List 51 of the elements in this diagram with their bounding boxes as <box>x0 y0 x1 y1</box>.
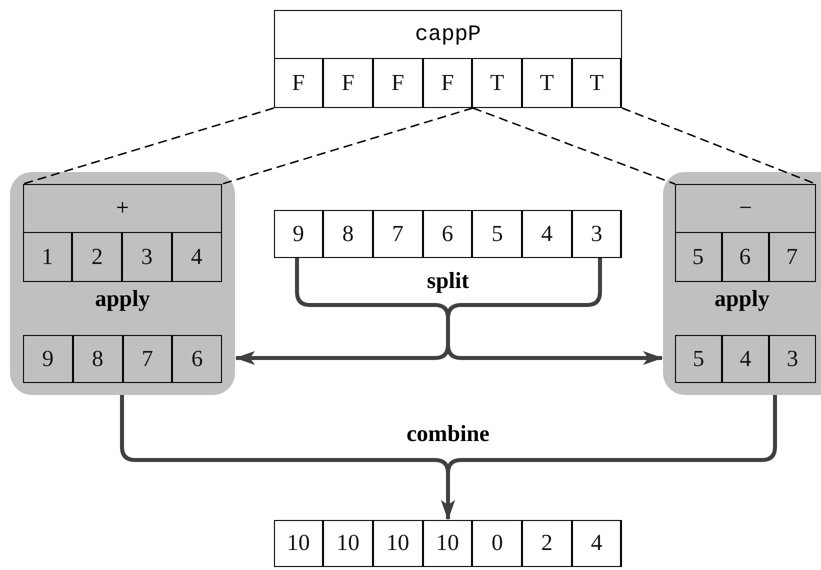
array-cell: 10 <box>422 520 472 566</box>
array-table <box>675 184 816 282</box>
array-cell: 6 <box>172 335 222 383</box>
dashed-line <box>472 107 676 185</box>
array-row <box>274 210 622 258</box>
array-cell: 5 <box>674 232 722 282</box>
array-cell: 1 <box>22 232 72 282</box>
array-cell: T <box>522 58 572 108</box>
array-table <box>23 184 222 282</box>
array-cell: 10 <box>323 520 373 566</box>
array-table <box>274 10 622 108</box>
array-cell: 3 <box>122 232 172 282</box>
array-cell: T <box>572 58 622 108</box>
array-cell: 7 <box>372 210 423 258</box>
dashed-line <box>222 107 474 185</box>
array-cell: 4 <box>722 335 769 383</box>
bracket-arrow <box>446 258 663 365</box>
array-cell: 2 <box>72 232 122 282</box>
array-cell: 7 <box>122 335 172 383</box>
array-cell: 3 <box>572 210 622 258</box>
array-cell: 3 <box>769 335 816 383</box>
array-cell: 5 <box>472 210 522 258</box>
array-cell: 6 <box>422 210 472 258</box>
array-cell: F <box>372 58 423 108</box>
array-cell: 6 <box>722 232 768 282</box>
table-header: cappP <box>414 20 482 48</box>
group-panel <box>663 172 821 395</box>
array-cell: 8 <box>323 210 373 258</box>
bracket-arrow <box>235 258 450 365</box>
array-cell: 2 <box>522 520 572 566</box>
array-cell: 10 <box>372 520 423 566</box>
bracket-arrow <box>441 395 777 520</box>
array-cell: 4 <box>172 232 222 282</box>
array-row <box>274 520 622 567</box>
array-cell: F <box>323 58 373 108</box>
array-cell: 0 <box>472 520 522 566</box>
array-cell: F <box>422 58 472 108</box>
table-header: + <box>115 194 130 222</box>
array-cell: 7 <box>768 232 816 282</box>
group-panel <box>10 172 235 395</box>
dashed-line <box>22 107 274 185</box>
array-cell: F <box>274 58 324 108</box>
operation-label: apply <box>714 286 770 312</box>
array-cell: 4 <box>572 520 622 566</box>
operation-label: apply <box>94 286 151 312</box>
array-cell: 8 <box>72 335 122 383</box>
array-cell: T <box>472 58 522 108</box>
array-cell: 5 <box>675 335 722 383</box>
array-cell: 9 <box>23 335 73 383</box>
table-header: − <box>738 194 753 222</box>
array-cell: 4 <box>522 210 572 258</box>
